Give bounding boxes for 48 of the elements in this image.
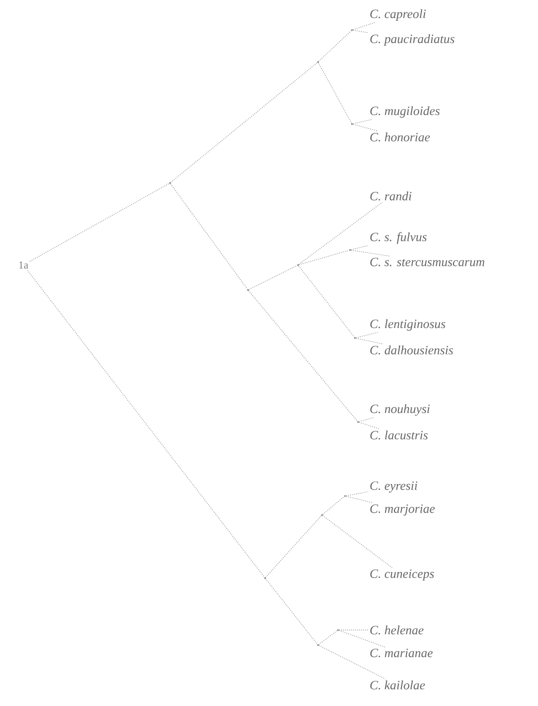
branch-line <box>248 290 358 422</box>
branch-line <box>358 422 380 430</box>
taxon-label: C. capreoli <box>370 9 426 21</box>
taxon-label: C. kailolae <box>370 680 425 690</box>
taxon-label: C. mugiloides <box>370 106 440 118</box>
branch-line <box>30 183 170 262</box>
taxon-label: C. s. fulvus <box>370 232 427 244</box>
taxon-label: C. randi <box>370 192 412 200</box>
branch-line <box>170 62 318 183</box>
branch-line <box>346 496 374 504</box>
branch-line <box>338 630 386 648</box>
taxon-label: C. s. stercusmuscarum <box>370 258 484 266</box>
branch-line <box>356 338 384 344</box>
branch-line <box>318 645 386 680</box>
branch-line <box>318 30 352 62</box>
branch-line <box>322 515 393 568</box>
taxon-label: C. dalhousiensis <box>370 346 453 354</box>
branch-line <box>346 491 368 496</box>
branch-line <box>352 22 376 30</box>
branch-line <box>322 496 344 515</box>
taxon-label: C. marianae <box>370 648 433 658</box>
taxon-label: C. lacustris <box>370 430 428 440</box>
branch-line <box>352 30 368 33</box>
branch-line <box>358 417 375 422</box>
branch-line <box>350 245 369 250</box>
branch-line <box>298 266 355 338</box>
branch-line <box>265 578 318 644</box>
branch-line <box>27 270 265 578</box>
branch-line <box>352 124 378 132</box>
branch-line <box>248 265 298 290</box>
branch-line <box>298 202 383 265</box>
root-label: 1a <box>19 261 28 269</box>
taxon-label: C. lentiginosus <box>370 319 446 331</box>
taxon-label: C. helenae <box>370 626 424 634</box>
taxon-label: C. cuneiceps <box>370 569 434 581</box>
taxon-label: C. pauciradiatus <box>370 34 454 46</box>
taxon-label: C. nouhuysi <box>370 404 430 416</box>
taxon-label: C. marjoriae <box>370 504 435 516</box>
branch-line <box>265 515 322 578</box>
branch-line <box>298 250 350 266</box>
branch-line <box>170 184 248 290</box>
taxon-label: C. eyresii <box>370 481 418 493</box>
branch-line <box>356 332 378 338</box>
branch-line <box>352 119 373 124</box>
taxon-label: C. honoriae <box>370 132 430 142</box>
branch-line <box>350 250 390 256</box>
branch-line <box>318 62 352 124</box>
branch-line <box>318 630 338 645</box>
